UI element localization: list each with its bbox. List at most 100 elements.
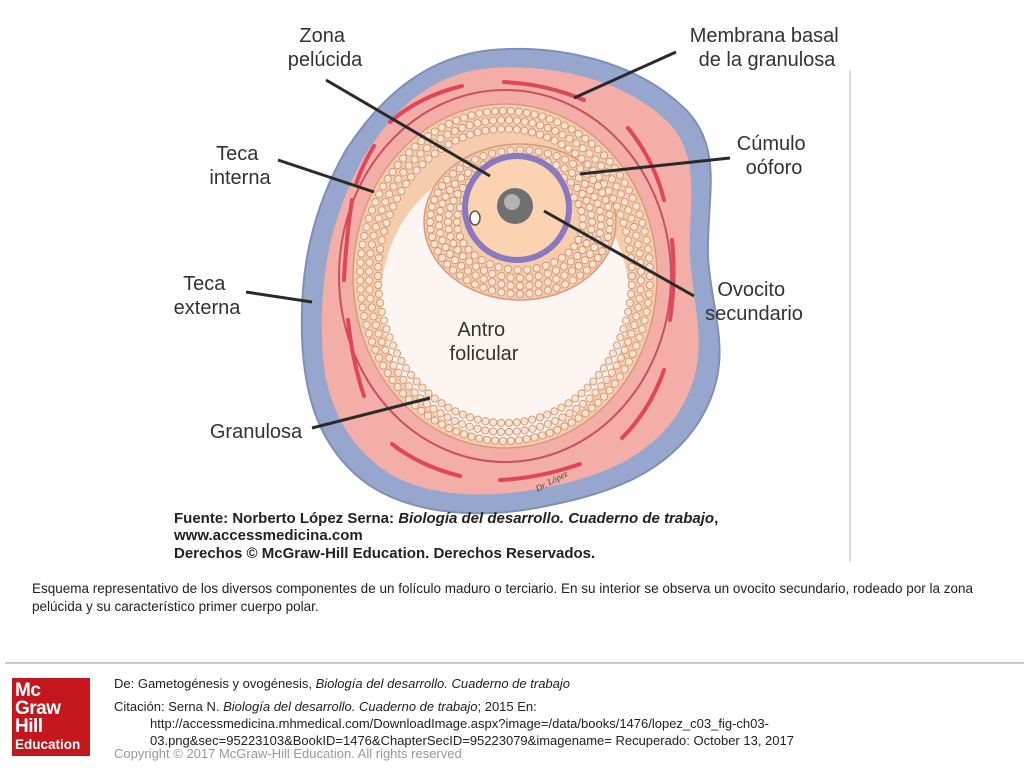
source-line-3: Derechos © McGraw-Hill Education. Derech…: [174, 545, 595, 562]
granulosa-cell: [491, 107, 500, 116]
granulosa-cell: [399, 389, 408, 398]
granulosa-cell: [578, 245, 587, 254]
granulosa-cell: [382, 325, 391, 334]
granulosa-cell: [574, 200, 583, 209]
granulosa-cell: [587, 139, 596, 148]
granulosa-cell: [605, 386, 614, 395]
granulosa-cell: [375, 190, 384, 199]
granulosa-cell: [470, 155, 479, 164]
granulosa-cell: [535, 413, 544, 422]
granulosa-cell: [381, 345, 390, 354]
granulosa-cell: [516, 289, 525, 298]
source-line-2: www.accessmedicina.com: [173, 527, 363, 544]
granulosa-cell: [450, 416, 459, 425]
granulosa-cell: [383, 368, 392, 377]
granulosa-cell: [551, 416, 560, 425]
granulosa-cell: [627, 290, 636, 299]
granulosa-cell: [488, 278, 497, 287]
copyright-notice: Copyright © 2017 McGraw-Hill Education. …: [114, 746, 462, 761]
granulosa-cell: [450, 127, 459, 136]
leader-ovocito: [543, 209, 695, 298]
granulosa-cell: [427, 232, 436, 241]
granulosa-cell: [586, 185, 595, 194]
granulosa-cell: [632, 231, 641, 240]
granulosa-cell: [543, 133, 552, 142]
granulosa-cell: [525, 273, 534, 282]
granulosa-cell: [430, 240, 439, 249]
granulosa-cell: [366, 294, 375, 303]
granulosa-cell: [616, 210, 625, 219]
granulosa-cell: [543, 410, 552, 419]
granulosa-cell: [504, 116, 513, 125]
granulosa-cell: [561, 155, 570, 164]
granulosa-cell: [371, 321, 380, 330]
granulosa-cell: [455, 232, 464, 241]
granulosa-cell: [606, 217, 615, 226]
granulosa-cell: [369, 231, 378, 240]
granulosa-cell: [464, 245, 473, 254]
granulosa-cell: [357, 294, 366, 303]
granulosa-cell: [470, 251, 479, 260]
granulosa-cell: [360, 231, 369, 240]
granulosa-cell: [463, 266, 472, 275]
granulosa-cell: [520, 417, 529, 426]
granulosa-cell: [523, 265, 532, 274]
granulosa-cell: [471, 271, 480, 280]
granulosa-cell: [465, 121, 474, 130]
granulosa-cell: [564, 144, 573, 153]
granulosa-cell: [445, 424, 454, 433]
granulosa-cell: [624, 236, 633, 245]
granulosa-cell: [528, 119, 537, 128]
leader-teca-interna: [277, 158, 375, 194]
granulosa-cell: [504, 125, 513, 134]
granulosa-cell: [455, 164, 464, 173]
granulosa-cell: [451, 136, 460, 145]
leader-lines: [245, 50, 731, 430]
granulosa-cell: [407, 370, 416, 379]
logo-line-education: Education: [15, 737, 81, 752]
granulosa-cell: [373, 271, 382, 280]
granulosa-cell: [538, 112, 547, 121]
granulosa-cell: [357, 249, 366, 258]
granulosa-cell: [624, 206, 633, 215]
granulosa-cell: [466, 130, 475, 139]
granulosa-cell: [392, 194, 401, 203]
granulosa-cell: [514, 436, 523, 445]
granulosa-cell: [412, 377, 421, 386]
granulosa-cell: [640, 316, 649, 325]
granulosa-cell: [593, 199, 602, 208]
granulosa-cell: [443, 413, 452, 422]
granulosa-cell: [591, 388, 600, 397]
membrana-basal-line: [338, 89, 672, 463]
granulosa-cell: [388, 376, 397, 385]
granulosa-cell: [585, 203, 594, 212]
granulosa-cell: [516, 281, 525, 290]
granulosa-cell: [590, 192, 599, 201]
granulosa-cell: [473, 119, 482, 128]
granulosa-cell: [601, 195, 610, 204]
granulosa-cell: [443, 130, 452, 139]
label-teca-externa: Teca externa: [174, 273, 242, 319]
granulosa-cell: [513, 265, 522, 274]
granulosa-cell: [365, 258, 374, 267]
granulosa-cell: [422, 399, 431, 408]
granulosa-cell: [627, 329, 636, 338]
granulosa-cell: [525, 289, 534, 298]
granulosa-cell: [578, 221, 587, 230]
granulosa-cell: [389, 341, 398, 350]
granulosa-cell: [436, 206, 445, 215]
granulosa-cell: [371, 198, 380, 207]
granulosa-cell: [588, 175, 597, 184]
granulosa-cell: [605, 225, 614, 234]
granulosa-cell: [388, 167, 397, 176]
granulosa-cell: [371, 345, 380, 354]
granulosa-cell: [435, 221, 444, 230]
granulosa-cell: [491, 436, 500, 445]
granulosa-cell: [536, 121, 545, 130]
citation-url[interactable]: http://accessmedicina.mhmedical.com/Down…: [150, 716, 794, 748]
granulosa-cell: [516, 145, 525, 154]
granulosa-cell: [443, 217, 452, 226]
granulosa-cell: [625, 244, 634, 253]
granulosa-cell: [638, 218, 647, 227]
granulosa-cell: [645, 289, 654, 298]
